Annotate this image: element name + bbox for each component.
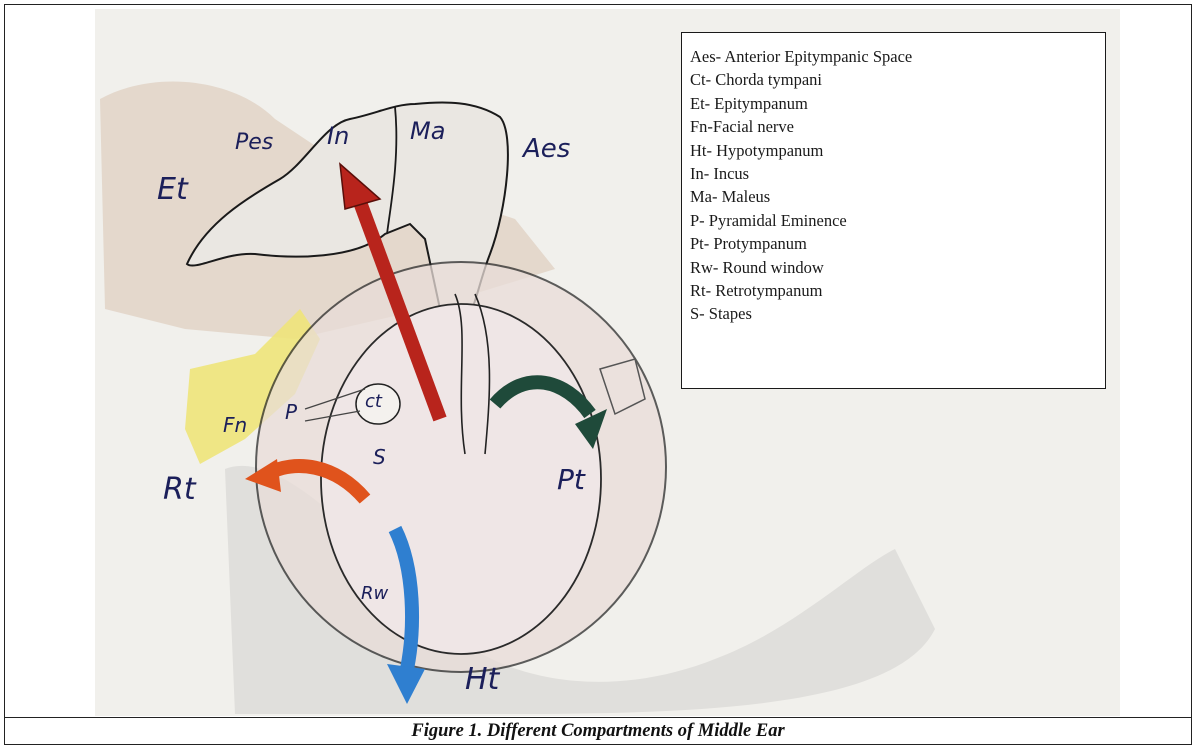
legend-item-fn: Fn-Facial nerve	[690, 115, 1105, 138]
legend-item-p: P- Pyramidal Eminence	[690, 209, 1105, 232]
legend-item-ma: Ma- Maleus	[690, 185, 1105, 208]
label-in: In	[327, 122, 349, 150]
label-pt: Pt	[557, 463, 586, 496]
label-ct: ct	[365, 391, 383, 412]
label-rw: Rw	[361, 583, 389, 604]
label-fn: Fn	[223, 413, 247, 437]
legend-item-rt: Rt- Retrotympanum	[690, 279, 1105, 302]
legend-item-in: In- Incus	[690, 162, 1105, 185]
label-et-upper: Et	[157, 172, 189, 207]
figure-caption: Figure 1. Different Compartments of Midd…	[4, 718, 1192, 745]
legend-item-ct: Ct- Chorda tympani	[690, 68, 1105, 91]
legend-item-s: S- Stapes	[690, 302, 1105, 325]
legend-item-pt: Pt- Protympanum	[690, 232, 1105, 255]
legend-item-et: Et- Epitympanum	[690, 92, 1105, 115]
label-s: S	[373, 445, 386, 469]
label-rt: Rt	[163, 472, 197, 507]
label-p: P	[285, 400, 298, 424]
abbreviation-legend: Aes- Anterior Epitympanic Space Ct- Chor…	[681, 32, 1106, 389]
legend-item-aes: Aes- Anterior Epitympanic Space	[690, 45, 1105, 68]
legend-item-rw: Rw- Round window	[690, 256, 1105, 279]
legend-item-ht: Ht- Hypotympanum	[690, 139, 1105, 162]
label-aes: Aes	[521, 134, 570, 164]
label-ma: Ma	[410, 117, 445, 145]
label-ht: Ht	[465, 662, 501, 697]
label-pes: Pes	[235, 130, 273, 155]
